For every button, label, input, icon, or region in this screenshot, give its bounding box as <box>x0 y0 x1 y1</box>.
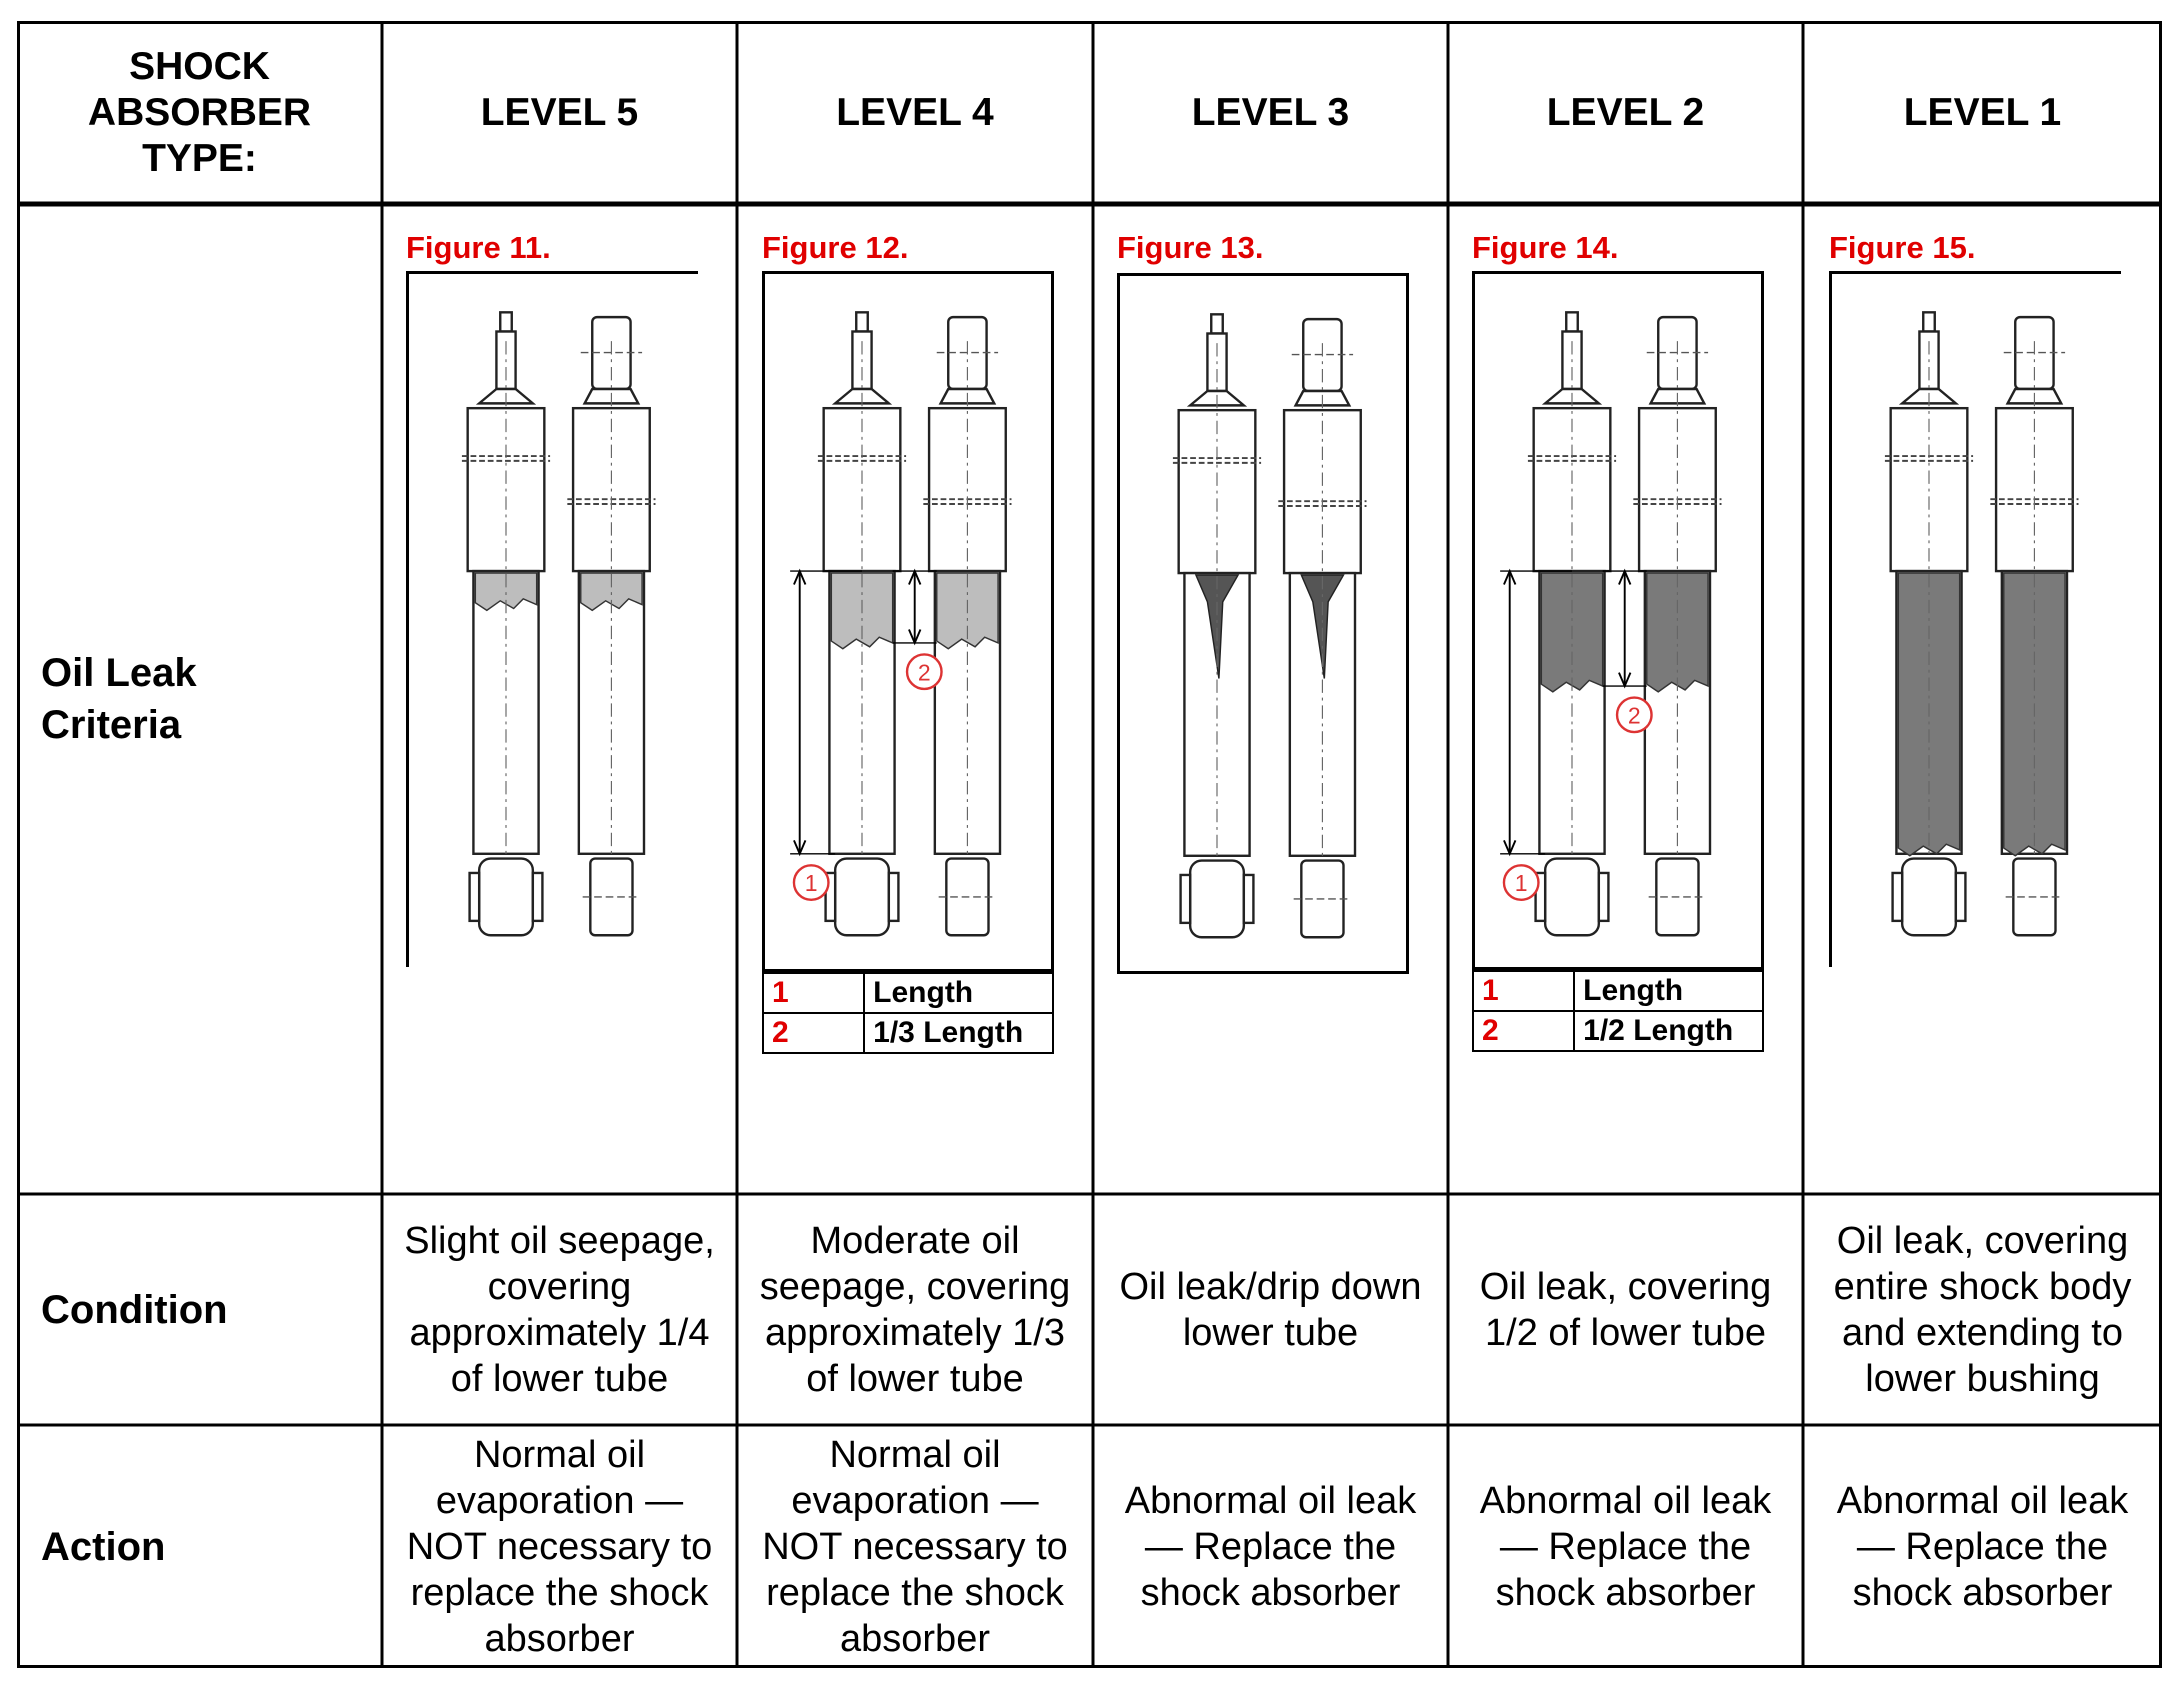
legend-number: 1 <box>1471 970 1576 1012</box>
callout-2: 2 <box>905 653 943 691</box>
shock-absorber-illustration <box>461 311 656 937</box>
callout-1: 1 <box>792 864 830 901</box>
legend-number: 2 <box>761 1012 866 1054</box>
condition-level-5: Slight oil seepage, covering approximate… <box>404 1220 715 1400</box>
criteria-table: SHOCK ABSORBER TYPE: LEVEL 5 LEVEL 4 LEV… <box>17 21 2162 1668</box>
shock-absorber-rod-end <box>1172 313 1262 939</box>
callout-2: 2 <box>1615 696 1653 734</box>
shock-absorber-eye-end <box>923 315 1012 937</box>
shock-absorber-eye-end <box>1633 315 1722 937</box>
header-level-4: LEVEL 4 <box>836 90 994 134</box>
svg-text:2: 2 <box>918 659 931 685</box>
shock-absorber-rod-end <box>817 311 907 937</box>
figure-13: Figure 13. <box>1117 231 1417 1001</box>
svg-text:1: 1 <box>1515 870 1528 896</box>
condition-level-4: Moderate oil seepage, covering approxima… <box>759 1220 1071 1400</box>
figure-13-frame <box>1117 273 1409 974</box>
figure-15-frame <box>1829 271 2121 967</box>
action-level-3: Abnormal oil leak — Replace the shock ab… <box>1124 1480 1417 1614</box>
condition-level-3: Oil leak/drip down lower tube <box>1119 1266 1422 1354</box>
figure-11-frame <box>406 271 698 967</box>
figure-15: Figure 15. <box>1829 231 2129 1001</box>
table-grid <box>17 21 2162 1668</box>
header-level-3: LEVEL 3 <box>1191 90 1350 134</box>
condition-level-2: Oil leak, covering 1/2 of lower tube <box>1479 1266 1772 1354</box>
figure-12-caption: Figure 12. <box>762 230 909 265</box>
action-level-1: Abnormal oil leak — Replace the shock ab… <box>1836 1480 2129 1614</box>
header-level-5: LEVEL 5 <box>480 90 639 134</box>
legend-text: 1/2 Length <box>1573 1010 1764 1052</box>
legend-number: 1 <box>761 972 866 1014</box>
legend-text: Length <box>1573 970 1764 1012</box>
action-level-4: Normal oil evaporation — NOT necessary t… <box>762 1434 1068 1660</box>
callout-1: 1 <box>1502 864 1540 901</box>
shock-absorber-eye-end <box>1278 317 1367 939</box>
dimension-markers: 12 <box>790 568 943 901</box>
shock-absorber-illustration <box>1884 311 2079 937</box>
row-label-action: Action <box>41 1524 166 1569</box>
header-level-2: LEVEL 2 <box>1546 90 1705 134</box>
action-level-5: Normal oil evaporation — NOT necessary t… <box>406 1434 713 1660</box>
row-label-condition: Condition <box>41 1287 228 1332</box>
svg-text:2: 2 <box>1628 702 1641 728</box>
shock-absorber-rod-end <box>461 311 551 937</box>
condition-level-1: Oil leak, covering entire shock body and… <box>1833 1220 2132 1400</box>
header-level-1: LEVEL 1 <box>1903 90 2062 134</box>
shock-absorber-rod-end <box>1527 311 1617 937</box>
dimension-markers: 12 <box>1500 568 1653 901</box>
action-level-2: Abnormal oil leak — Replace the shock ab… <box>1479 1480 1772 1614</box>
header-type-label: SHOCK ABSORBER TYPE: <box>87 44 312 180</box>
figure-15-caption: Figure 15. <box>1829 230 1976 265</box>
figure-14-caption: Figure 14. <box>1472 230 1619 265</box>
figure-11-caption: Figure 11. <box>406 230 551 265</box>
shock-absorber-eye-end <box>1990 315 2079 937</box>
shock-absorber-eye-end <box>567 315 656 937</box>
legend-number: 2 <box>1471 1010 1576 1052</box>
row-label-oil-leak: Oil Leak Criteria <box>41 651 197 747</box>
shock-absorber-illustration <box>1172 313 1367 939</box>
shock-absorber-illustration: 12 <box>1500 311 1722 937</box>
shock-absorber-illustration: 12 <box>790 311 1012 937</box>
svg-text:1: 1 <box>805 870 818 896</box>
legend-text: 1/3 Length <box>863 1012 1054 1054</box>
legend-text: Length <box>863 972 1054 1014</box>
figure-11: Figure 11. <box>406 231 706 1001</box>
shock-absorber-rod-end <box>1884 311 1974 937</box>
figure-13-caption: Figure 13. <box>1117 230 1264 265</box>
